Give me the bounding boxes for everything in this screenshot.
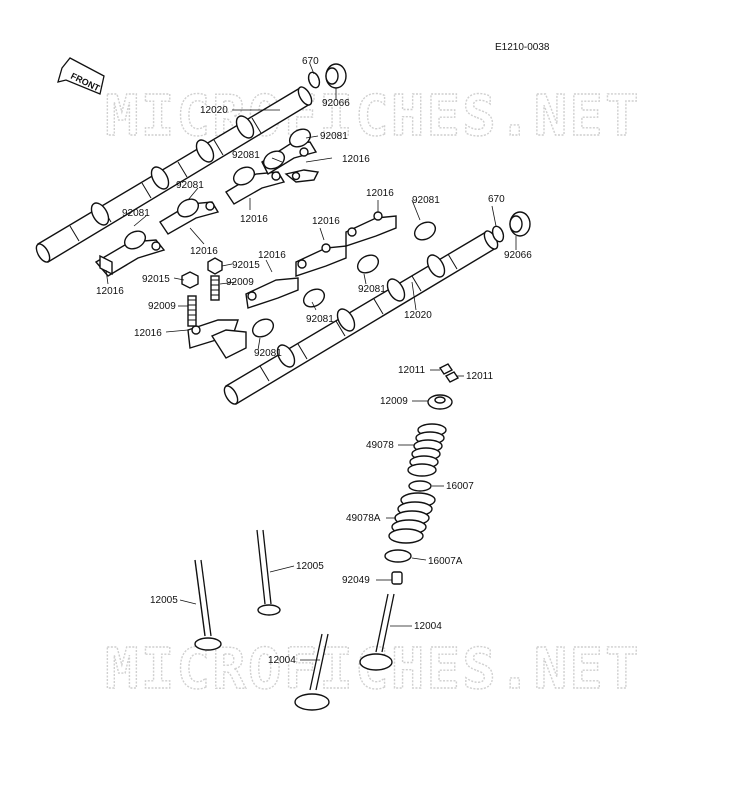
- part-label-670: 670: [302, 56, 319, 67]
- part-label-92015: 92015: [232, 260, 260, 271]
- part-label-92081: 92081: [232, 150, 260, 161]
- rocker-arm: [295, 243, 347, 277]
- o-ring: [307, 71, 505, 243]
- part-label-12016: 12016: [134, 328, 162, 339]
- exhaust-valve: [256, 529, 281, 616]
- rocker-arm: [245, 277, 299, 309]
- part-label-12016: 12016: [258, 250, 286, 261]
- valve-keeper: [438, 363, 460, 383]
- part-label-92081: 92081: [122, 208, 150, 219]
- rocker-spring: [123, 128, 437, 338]
- part-label-92081: 92081: [176, 180, 204, 191]
- adjuster-screw: [187, 275, 220, 327]
- part-label-670: 670: [488, 194, 505, 205]
- part-label-12011: 12011: [466, 371, 494, 382]
- part-label-12016: 12016: [312, 216, 340, 227]
- part-label-12011: 12011: [398, 365, 426, 376]
- outer-valve-spring: [388, 492, 436, 544]
- part-label-12004: 12004: [268, 655, 296, 666]
- part-label-12020: 12020: [404, 310, 432, 321]
- spring-seat: [384, 480, 432, 563]
- part-label-12016: 12016: [240, 214, 268, 225]
- diagram-code: E1210-0038: [495, 42, 550, 53]
- exhaust-valve: [194, 559, 222, 651]
- part-label-92081: 92081: [320, 131, 348, 142]
- part-label-92015: 92015: [142, 274, 170, 285]
- part-label-12005: 12005: [296, 561, 324, 572]
- rocker-arm: [345, 211, 397, 247]
- part-label-92081: 92081: [358, 284, 386, 295]
- part-label-12016: 12016: [342, 154, 370, 165]
- adjuster-nut: [181, 257, 223, 289]
- part-label-92066: 92066: [322, 98, 350, 109]
- rocker-arm: [225, 171, 286, 205]
- part-label-12016: 12016: [366, 188, 394, 199]
- part-label-92009: 92009: [148, 301, 176, 312]
- intake-valve: [294, 633, 330, 711]
- valve-stem-seal: [391, 571, 403, 585]
- part-label-92081: 92081: [254, 348, 282, 359]
- cam-cap-plug: [325, 63, 531, 237]
- watermark-top: MICROFICHES.NET: [105, 84, 641, 149]
- part-label-92081: 92081: [306, 314, 334, 325]
- part-label-92049: 92049: [342, 575, 370, 586]
- part-label-92066: 92066: [504, 250, 532, 261]
- part-label-49078: 49078: [366, 440, 394, 451]
- part-label-12020: 12020: [200, 105, 228, 116]
- camshaft-lower: [223, 230, 499, 405]
- part-label-12004: 12004: [414, 621, 442, 632]
- part-label-92081: 92081: [412, 195, 440, 206]
- inner-valve-spring: [407, 423, 447, 477]
- part-label-16007A: 16007A: [428, 556, 463, 567]
- part-labels: 670 92066 12020 92081 92081 12016 92081 …: [96, 56, 532, 666]
- part-label-12005: 12005: [150, 595, 178, 606]
- part-label-12009: 12009: [380, 396, 408, 407]
- intake-valve: [359, 593, 395, 671]
- rocker-arm: [187, 319, 247, 359]
- leader-lines: [105, 63, 517, 661]
- front-arrow-icon: FRONT: [57, 57, 105, 95]
- part-label-92009: 92009: [226, 277, 254, 288]
- part-label-12016: 12016: [96, 286, 124, 297]
- part-label-16007: 16007: [446, 481, 474, 492]
- part-label-49078A: 49078A: [346, 513, 381, 524]
- camshaft-upper: [35, 86, 313, 263]
- spring-retainer: [427, 394, 453, 410]
- part-label-12016: 12016: [190, 246, 218, 257]
